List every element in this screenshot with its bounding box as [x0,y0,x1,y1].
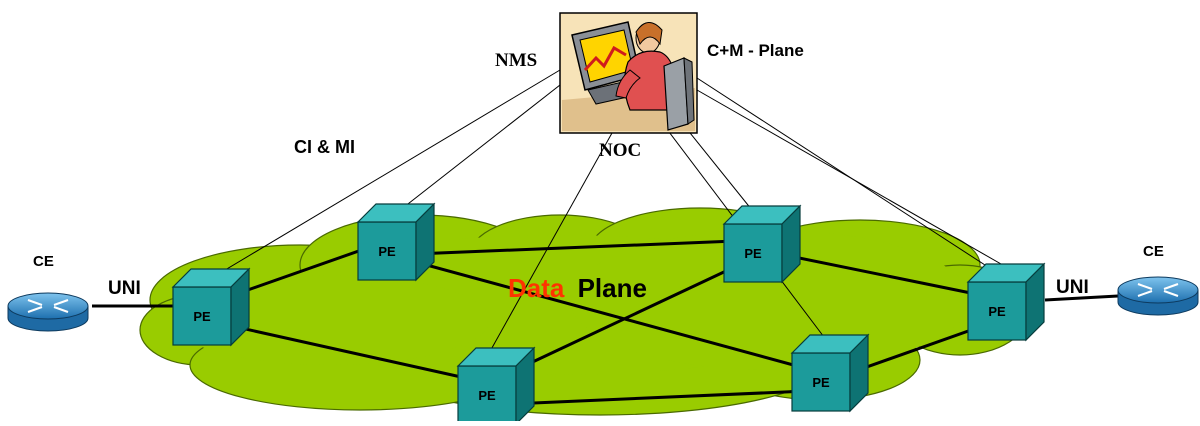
pe-label: PE [193,309,211,324]
data-plane-label: Data Plane [508,273,647,303]
pe-router: PE [456,346,536,426]
pe-label: PE [988,304,1006,319]
pe-label: PE [744,246,762,261]
plane-word: Plane [578,273,647,303]
ce-right-label: CE [1143,243,1164,260]
pe-router: PE [171,267,251,347]
data-word: Data [508,273,565,303]
uni-right-label: UNI [1056,277,1089,298]
pe-router: PE [356,202,436,282]
pe-router: PE [966,262,1046,342]
ci-mi-label: CI & MI [294,137,355,157]
pe-router: PE [722,204,802,284]
pe-router: PE [790,333,870,413]
pe-label: PE [478,388,496,403]
ce-router-icon [27,299,69,313]
pe-routers: PE PE PE PE PE PE [171,202,1046,426]
noc-workstation-icon [559,12,698,134]
ce-left-label: CE [33,253,54,270]
ce-router-left [7,292,89,332]
ce-router-icon [1137,283,1179,297]
pe-mesh-links [92,238,1119,407]
noc-label: NOC [599,140,641,161]
nms-label: NMS [495,50,537,71]
data-plane-cloud [139,207,1031,416]
pe-label: PE [812,375,830,390]
pe-label: PE [378,244,396,259]
ce-router-right [1117,276,1199,316]
uni-left-label: UNI [108,278,141,299]
cm-plane-label: C+M - Plane [707,41,804,60]
